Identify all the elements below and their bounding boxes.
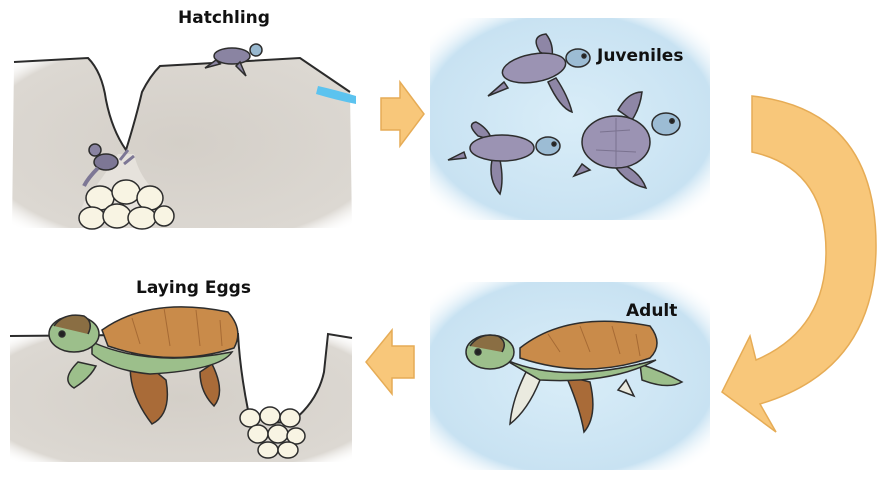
laying-eggs-scene bbox=[10, 307, 352, 462]
hatchling-sand bbox=[12, 58, 352, 228]
label-juveniles: Juveniles bbox=[597, 46, 683, 66]
arrow-hatchling-to-juveniles bbox=[381, 82, 424, 146]
hatchling-scene bbox=[12, 44, 356, 229]
label-adult: Adult bbox=[626, 301, 677, 321]
arrow-adult-to-laying-eggs bbox=[366, 330, 414, 394]
label-laying-eggs: Laying Eggs bbox=[136, 278, 251, 298]
label-hatchling: Hatchling bbox=[178, 8, 270, 28]
arrow-juveniles-to-adult bbox=[722, 96, 876, 432]
